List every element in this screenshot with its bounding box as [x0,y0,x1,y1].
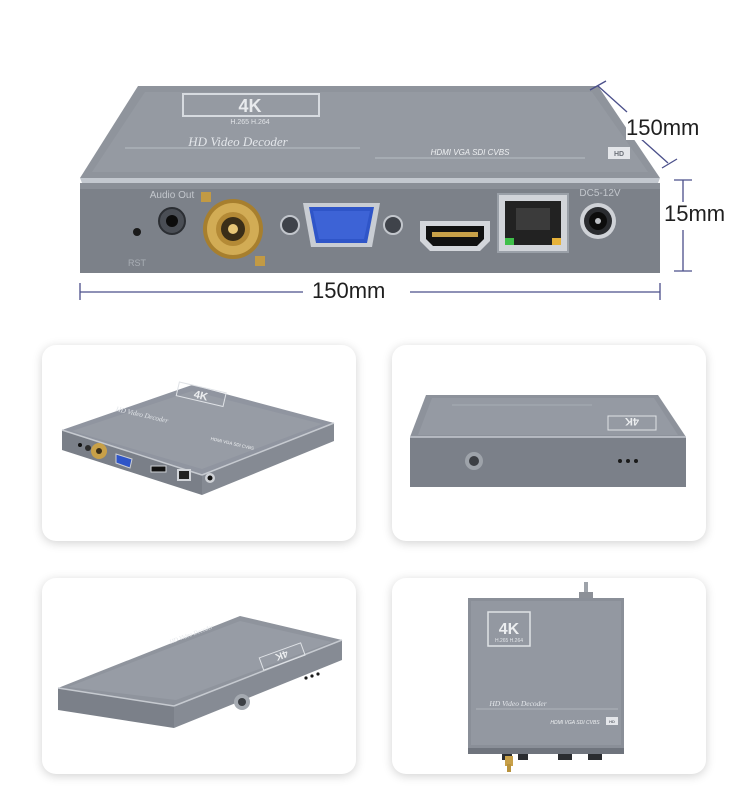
depth-dimension-label: 150mm [306,279,392,303]
svg-text:4K: 4K [499,621,520,638]
sdi-bnc-connector [201,192,265,266]
power-label: DC5-12V [579,188,620,199]
svg-text:HD: HD [609,719,615,724]
view-card-front-angle: 4K HD Video Decoder HDMI VGA SDI CVBS [42,345,356,541]
device-top-view-image: 4K H.265 H.264 HD Video Decoder HDMI VGA… [468,582,624,772]
view-card-back-angle: 4K [392,345,706,541]
view-card-side-angle: HD Video Decoder 4K [42,578,356,774]
svg-text:H.265 H.264: H.265 H.264 [495,638,523,644]
product-name: HD Video Decoder [187,134,288,149]
svg-text:4K: 4K [193,389,209,404]
device-edge-highlight [80,178,660,183]
dimension-lines [79,80,692,300]
hdmi-port [420,221,490,251]
device-back-angle-image: 4K [410,395,686,487]
vga-port [280,203,403,247]
hero-device-illustration: 4K H.265 H.264 HD Video Decoder HDMI VGA… [79,80,692,300]
ports-line-label: HDMI VGA SDI CVBS [431,148,510,157]
hd-mark [608,147,630,159]
4k-badge: 4K [238,96,261,116]
svg-text:4K: 4K [625,415,639,427]
power-jack [580,203,616,239]
hero-product-view: 4K H.265 H.264 HD Video Decoder HDMI VGA… [0,0,750,320]
rst-label: RST [128,258,147,268]
svg-text:4K: 4K [273,647,290,662]
svg-text:HD: HD [614,151,624,158]
view-card-top-view: 4K H.265 H.264 HD Video Decoder HDMI VGA… [392,578,706,774]
svg-text:HDMI VGA SDI CVBS: HDMI VGA SDI CVBS [550,720,600,726]
width-dimension-label: 150mm [626,115,700,140]
height-dimension-label: 15mm [664,201,726,226]
svg-text:HD Video Decoder: HD Video Decoder [488,699,546,708]
device-top-panel [92,92,648,172]
ethernet-port [497,193,569,253]
audio-out-label: Audio Out [150,190,195,201]
codec-label: H.265 H.264 [230,119,269,126]
4k-badge-frame [182,93,320,117]
device-side-angle-image: HD Video Decoder 4K [57,616,343,728]
reset-button-hole [133,228,141,236]
device-front-angle-image: 4K HD Video Decoder HDMI VGA SDI CVBS [61,381,335,495]
